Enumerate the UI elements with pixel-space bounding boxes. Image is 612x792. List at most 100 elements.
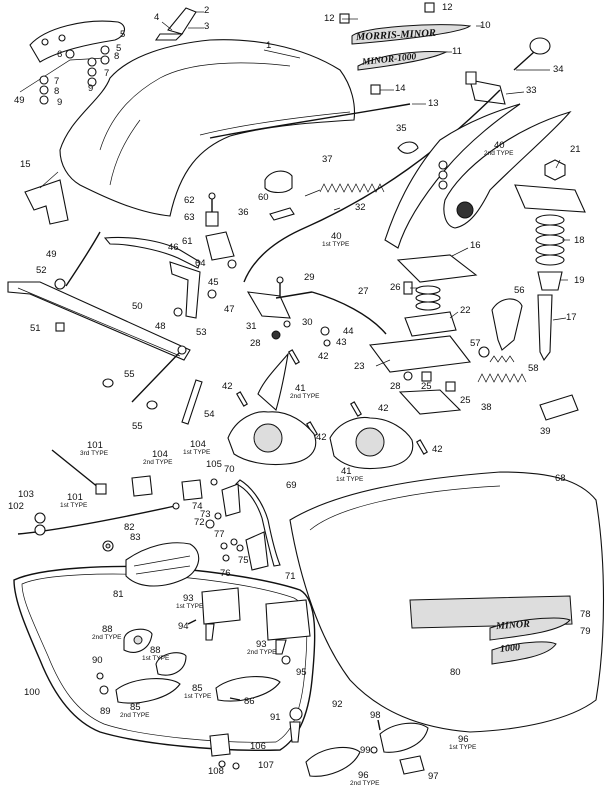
callout-58: 58 [528, 363, 539, 374]
callout-103: 103 [18, 489, 34, 500]
callout-83: 83 [130, 532, 141, 543]
callout-80: 80 [450, 667, 461, 678]
callout-108: 108 [208, 766, 224, 777]
morris-minor-badge-10 [351, 24, 472, 45]
callout-18: 18 [574, 235, 585, 246]
callout-1: 1 [266, 40, 272, 51]
minor-1000-badge-11 [357, 51, 448, 71]
callout-40-1st: 40 [331, 231, 342, 242]
callout-28-right: 28 [390, 381, 401, 392]
callout-22: 22 [460, 305, 471, 316]
upper-plate [514, 184, 586, 213]
callout-21: 21 [570, 144, 581, 155]
handle-81 [125, 542, 200, 587]
callout-42-b: 42 [222, 381, 233, 392]
callout-27: 27 [358, 286, 369, 297]
leader-lines [39, 11, 570, 367]
callout-51: 51 [30, 323, 41, 334]
callout-16: 16 [470, 240, 481, 251]
callout-41-1st: 41 [341, 466, 352, 477]
callout-10: 10 [480, 20, 491, 31]
callout-42-a: 42 [318, 351, 329, 362]
type-note-41-1st: 1st TYPE [336, 476, 364, 483]
callout-15: 15 [20, 159, 31, 170]
callout-72: 72 [194, 517, 205, 528]
rod-27 [311, 291, 387, 335]
boot-badge-1000-79 [491, 641, 557, 665]
callout-101-1st: 101 [67, 492, 83, 503]
washers-30-44-43 [283, 320, 331, 347]
callout-25-left: 25 [421, 381, 432, 392]
bracket-106 [209, 733, 231, 757]
callout-104-1st: 104 [190, 439, 206, 450]
boot-badge-minor-78 [489, 617, 571, 641]
pin-42 [236, 349, 428, 455]
safety-catch-56 [491, 298, 523, 351]
type-note-93-2nd: 2nd TYPE [247, 649, 277, 656]
boot-lid-68 [289, 471, 605, 733]
stay-101-3rd-type [51, 449, 107, 495]
callout-82: 82 [124, 522, 135, 533]
clip-108-107 [218, 760, 240, 770]
callout-70: 70 [224, 464, 235, 475]
callout-54: 54 [204, 409, 215, 420]
cross-member-50 [7, 281, 191, 361]
stay-1st-type-40 [384, 103, 521, 249]
callout-9-right: 9 [88, 83, 94, 94]
callout-12-right: 12 [442, 2, 453, 13]
callout-73: 73 [200, 509, 211, 520]
clamp-85-1st [215, 676, 281, 702]
bracket-104-2nd [131, 475, 153, 497]
nut-28 [271, 330, 413, 381]
callout-53: 53 [196, 327, 207, 338]
clip-14 [370, 84, 381, 95]
callout-44: 44 [343, 326, 354, 337]
callout-12-left: 12 [324, 13, 335, 24]
pin-90-89 [96, 672, 109, 695]
callout-71: 71 [285, 571, 296, 582]
clip-55 [102, 378, 158, 410]
lock-93-1st [201, 587, 241, 641]
washers-72-77 [205, 512, 244, 562]
callout-31: 31 [246, 321, 257, 332]
bracket-104-1st [181, 479, 203, 501]
grommet-82-83 [102, 540, 114, 552]
lock-93-2nd [265, 599, 311, 655]
callout-99: 99 [360, 745, 371, 756]
spring-37 [304, 183, 385, 197]
key-lock-91-92 [289, 707, 303, 743]
callout-62: 62 [184, 195, 195, 206]
pin-29 [276, 276, 284, 296]
callout-11: 11 [452, 46, 462, 57]
callout-61: 61 [182, 236, 193, 247]
stay-53 [131, 345, 187, 403]
callout-49-top: 49 [14, 95, 25, 106]
callout-63: 63 [184, 212, 195, 223]
callout-7-left: 7 [54, 76, 60, 87]
boot-1000-badge-text: 1000 [499, 642, 521, 655]
callout-26: 26 [390, 282, 401, 293]
release-handle-34 [513, 37, 551, 71]
callout-5-upper: 5 [120, 29, 126, 40]
callout-77: 77 [214, 529, 225, 540]
callout-105: 105 [206, 459, 222, 470]
callout-4: 4 [154, 12, 160, 23]
callout-42-c: 42 [378, 403, 389, 414]
clip-64 [227, 259, 237, 269]
bonnet-catch-bracket [154, 7, 197, 41]
knob-60 [264, 170, 293, 194]
hinge-washers [39, 45, 110, 105]
callout-96-1st: 96 [458, 734, 469, 745]
callout-48: 48 [155, 321, 166, 332]
type-note-104-2nd: 2nd TYPE [143, 459, 173, 466]
type-note-85-1st: 1st TYPE [184, 693, 212, 700]
cable-clip-35 [397, 141, 419, 154]
callout-102: 102 [8, 501, 24, 512]
callout-100: 100 [24, 687, 40, 698]
hinge-69 [235, 479, 281, 567]
callout-98: 98 [370, 710, 381, 721]
callout-56: 56 [514, 285, 525, 296]
type-note-93-1st: 1st TYPE [176, 603, 204, 610]
callout-68: 68 [555, 473, 566, 484]
type-note-101-1st: 1st TYPE [60, 502, 88, 509]
